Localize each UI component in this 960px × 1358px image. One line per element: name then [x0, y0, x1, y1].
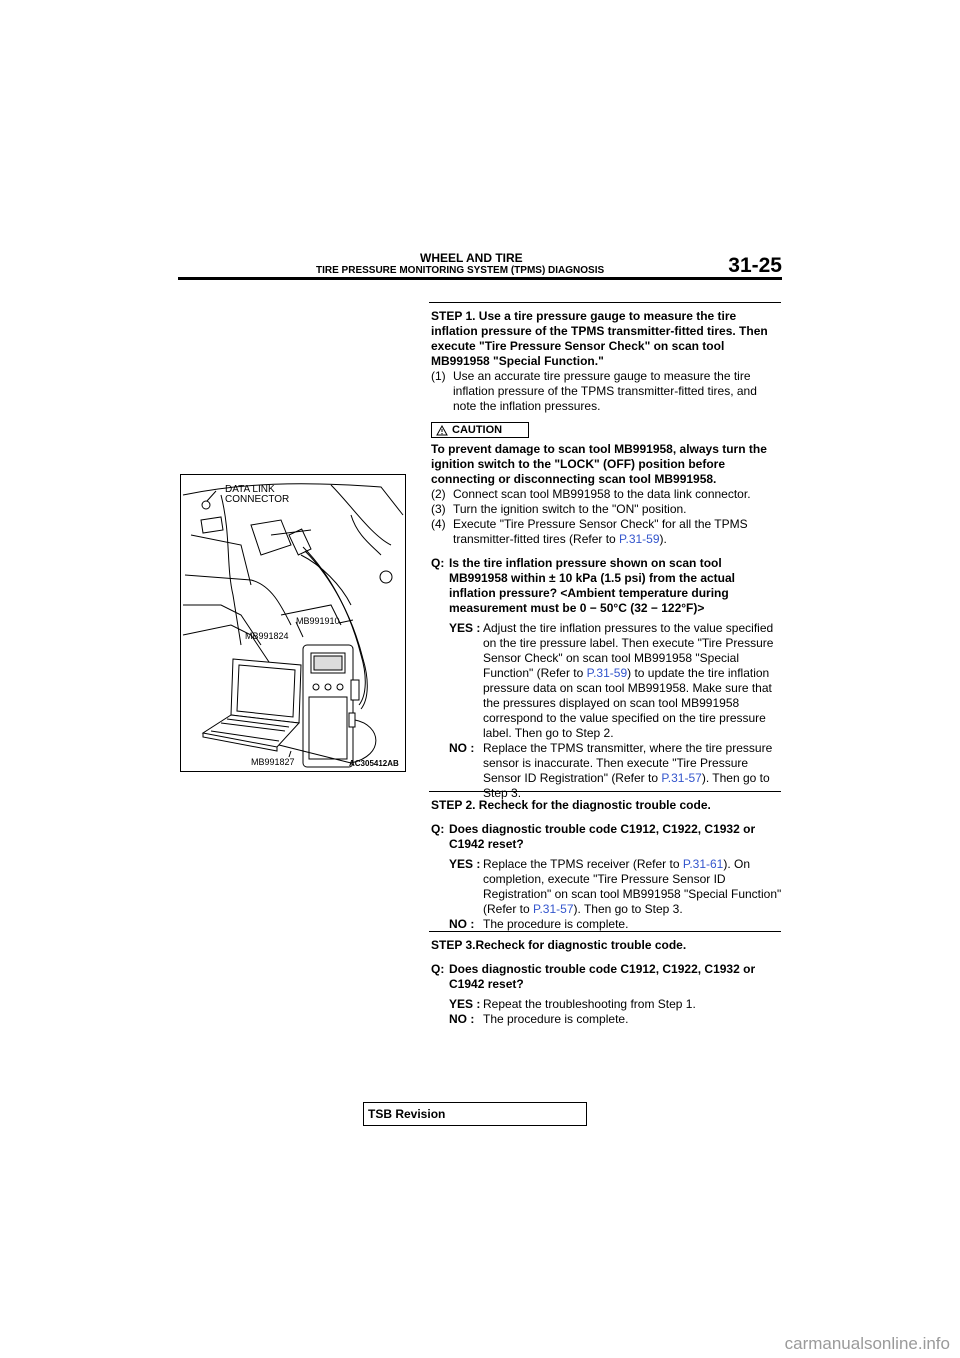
scan-tool-connection-figure: DATA LINK CONNECTOR MB991910 MB991824 MB… [180, 474, 406, 772]
label-mb991910: MB991910 [296, 616, 340, 626]
tsb-revision-box: TSB Revision [363, 1102, 587, 1126]
step-2-question: Q: Does diagnostic trouble code C1912, C… [431, 822, 756, 851]
ref-link-p31-61[interactable]: P.31-61 [682, 857, 724, 871]
figure-illustration [182, 483, 404, 768]
label-data-link-connector: DATA LINK CONNECTOR [225, 484, 290, 505]
step-rule [429, 791, 781, 792]
page-number: 31-25 [728, 254, 782, 277]
step-3-no: NO : The procedure is complete. [449, 1012, 629, 1026]
step-3-yes: YES : Repeat the troubleshooting from St… [449, 997, 696, 1011]
ref-link-p31-57[interactable]: P.31-57 [533, 902, 574, 916]
step-2: STEP 2. Recheck for the diagnostic troub… [429, 791, 783, 932]
step-rule [429, 302, 781, 303]
ref-link-p31-57[interactable]: P.31-57 [661, 770, 702, 785]
step-1-yes: YES : Adjust the tire inflation pressure… [449, 620, 774, 740]
step-1-title: STEP 1. Use a tire pressure gauge to mea… [431, 309, 768, 368]
step-1-item-3: (3) Turn the ignition switch to the "ON"… [431, 501, 687, 516]
ref-link-p31-59[interactable]: P.31-59 [619, 531, 660, 546]
step-1-item-2: (2) Connect scan tool MB991958 to the da… [431, 486, 751, 501]
step-1-item-1: (1) Use an accurate tire pressure gauge … [431, 369, 757, 413]
step-3: STEP 3.Recheck for diagnostic trouble co… [429, 931, 783, 1027]
caution-box: CAUTION [431, 422, 530, 438]
step-2-title: STEP 2. Recheck for the diagnostic troub… [431, 798, 711, 812]
section-subtitle: TIRE PRESSURE MONITORING SYSTEM (TPMS) D… [316, 265, 605, 276]
step-3-title: STEP 3.Recheck for diagnostic trouble co… [431, 938, 687, 952]
step-1-item-4: (4) Execute "Tire Pressure Sensor Check"… [431, 516, 748, 546]
warning-triangle-icon [436, 424, 448, 435]
section-title: WHEEL AND TIRE [420, 251, 523, 265]
step-2-yes: YES : Replace the TPMS receiver (Refer t… [449, 857, 782, 916]
step-1-question: Q: Is the tire inflation pressure shown … [431, 555, 736, 615]
caution-label: CAUTION [452, 423, 503, 436]
ref-link-p31-59[interactable]: P.31-59 [586, 665, 628, 680]
label-mb991824: MB991824 [245, 631, 289, 641]
step-2-no: NO : The procedure is complete. [449, 917, 629, 931]
step-3-question: Q: Does diagnostic trouble code C1912, C… [431, 962, 756, 991]
label-mb991827: MB991827 [251, 757, 295, 767]
step-rule [429, 931, 781, 932]
step-1: STEP 1. Use a tire pressure gauge to mea… [429, 302, 783, 801]
step-1-no: NO : Replace the TPMS transmitter, where… [449, 740, 773, 800]
watermark: carmanualsonline.info [784, 1334, 950, 1353]
header-rule [178, 277, 782, 280]
figure-id: AC305412AB [349, 759, 399, 768]
tsb-revision-label: TSB Revision [368, 1107, 446, 1121]
caution-text: To prevent damage to scan tool MB991958,… [431, 441, 767, 486]
